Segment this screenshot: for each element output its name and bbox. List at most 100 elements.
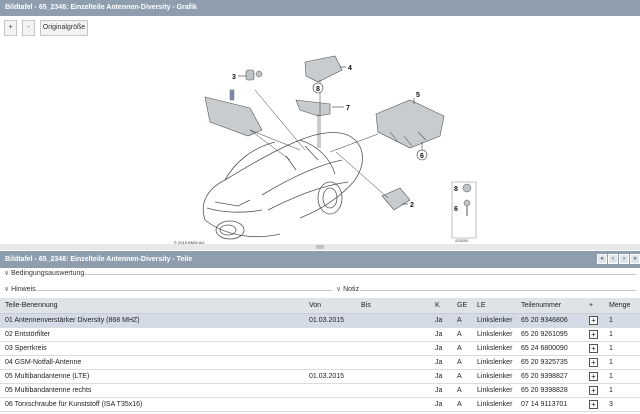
first-page-button[interactable]: «: [597, 254, 607, 264]
panel-splitter[interactable]: [0, 244, 640, 250]
divider: [36, 290, 332, 291]
callout-8: 8: [316, 86, 320, 93]
quantity-cell: 1: [604, 327, 640, 342]
callout-6: 6: [420, 153, 424, 160]
add-cell: +: [584, 397, 604, 412]
part-3-suppression-circuit[interactable]: [245, 69, 263, 81]
col-header-part-number[interactable]: Teilenummer: [516, 298, 584, 314]
le-cell: Linkslenker: [472, 327, 516, 342]
valid-to-cell: [356, 341, 430, 356]
callout-2: 2: [410, 202, 414, 209]
part-name-cell: 01 Antennenverstärker Diversity (868 MHZ…: [0, 313, 304, 328]
divider: [84, 274, 636, 275]
k-cell: Ja: [430, 327, 452, 342]
valid-from-cell: [304, 327, 356, 342]
add-cell: +: [584, 313, 604, 328]
part-name-cell: 02 Entstörfilter: [0, 327, 304, 342]
le-cell: Linkslenker: [472, 383, 516, 398]
col-header-k[interactable]: K: [430, 298, 452, 314]
ge-cell: A: [452, 397, 472, 412]
part-number-cell: 65 20 9261095: [516, 327, 584, 342]
parts-panel-title-text: Bildtafel - 65_2346: Einzelteile Antenne…: [5, 256, 193, 263]
zoom-in-button[interactable]: +: [4, 20, 17, 36]
add-cell: +: [584, 341, 604, 356]
callout-5: 5: [416, 92, 420, 99]
k-cell: Ja: [430, 313, 452, 328]
splitter-grip-icon[interactable]: [316, 245, 324, 249]
copyright-label: © 2015 BMW AG: [174, 240, 205, 245]
hints-toggle[interactable]: ∨Hinweis: [4, 284, 36, 296]
valid-to-cell: [356, 383, 430, 398]
valid-to-cell: [356, 397, 430, 412]
valid-from-cell: [304, 341, 356, 356]
part-4-gsm-antenna[interactable]: [304, 55, 343, 83]
part-2-filter[interactable]: [381, 187, 411, 211]
fastener-legend: 8 6 435000: [451, 181, 477, 243]
ge-cell: A: [452, 383, 472, 398]
original-size-button[interactable]: Originalgröße: [40, 20, 88, 36]
k-cell: Ja: [430, 383, 452, 398]
quantity-cell: 1: [604, 341, 640, 356]
valid-from-cell: [304, 383, 356, 398]
callout-4: 4: [348, 65, 352, 72]
part-5-multiband-antenna[interactable]: [375, 99, 445, 149]
part-name-cell: 06 Torxschraube für Kunststoff (ISA T35x…: [0, 397, 304, 412]
add-to-cart-icon[interactable]: +: [589, 357, 598, 367]
add-to-cart-icon[interactable]: +: [589, 371, 598, 381]
k-cell: Ja: [430, 397, 452, 412]
k-cell: Ja: [430, 355, 452, 370]
add-to-cart-icon[interactable]: +: [589, 385, 598, 395]
le-cell: Linkslenker: [472, 369, 516, 384]
chevron-down-icon: ∨: [4, 270, 10, 277]
k-cell: Ja: [430, 369, 452, 384]
valid-to-cell: [356, 313, 430, 328]
part-name-cell: 05 Multibandantenne (LTE): [0, 369, 304, 384]
part-name-cell: 03 Sperrkreis: [0, 341, 304, 356]
notes-toggle[interactable]: ∨Notiz: [336, 284, 359, 296]
col-header-from[interactable]: Von: [304, 298, 356, 314]
add-cell: +: [584, 327, 604, 342]
add-to-cart-icon[interactable]: +: [589, 315, 598, 325]
part-number-cell: 65 20 9325735: [516, 355, 584, 370]
ge-cell: A: [452, 327, 472, 342]
zoom-out-button[interactable]: -: [22, 20, 35, 36]
ge-cell: A: [452, 341, 472, 356]
valid-to-cell: [356, 327, 430, 342]
quantity-cell: 1: [604, 313, 640, 328]
prev-page-button[interactable]: ‹: [608, 254, 618, 264]
add-to-cart-icon[interactable]: +: [589, 329, 598, 339]
graphic-panel-title: Bildtafel - 65_2346: Einzelteile Antenne…: [0, 0, 640, 16]
col-header-quantity[interactable]: Menge: [604, 298, 640, 314]
part-1-antenna-amplifier[interactable]: [204, 89, 263, 137]
col-header-add[interactable]: +: [584, 298, 604, 314]
quantity-cell: 1: [604, 383, 640, 398]
last-page-button[interactable]: »: [630, 254, 640, 264]
hints-notes-row: ∨Hinweis ∨Notiz: [0, 284, 640, 296]
part-name-cell: 04 GSM-Notfall-Antenne: [0, 355, 304, 370]
add-to-cart-icon[interactable]: +: [589, 343, 598, 353]
le-cell: Linkslenker: [472, 397, 516, 412]
add-to-cart-icon[interactable]: +: [589, 399, 598, 409]
part-7-bracket[interactable]: [295, 99, 331, 117]
hints-label: Hinweis: [11, 286, 36, 293]
quantity-cell: 1: [604, 355, 640, 370]
part-number-cell: 65 20 9398827: [516, 369, 584, 384]
condition-evaluation-toggle[interactable]: ∨Bedingungsauswertung: [0, 268, 640, 280]
k-cell: Ja: [430, 341, 452, 356]
col-header-le[interactable]: LE: [472, 298, 516, 314]
col-header-to[interactable]: Bis: [356, 298, 430, 314]
valid-from-cell: 01.03.2015: [304, 369, 356, 384]
col-header-name[interactable]: Teile-Benennung: [0, 298, 304, 314]
valid-to-cell: [356, 369, 430, 384]
table-row[interactable]: 06 Torxschraube für Kunststoff (ISA T35x…: [0, 397, 640, 412]
car-illustration: [202, 132, 363, 240]
table-row[interactable]: 01 Antennenverstärker Diversity (868 MHZ…: [0, 313, 640, 328]
col-header-ge[interactable]: GE: [452, 298, 472, 314]
next-page-button[interactable]: ›: [619, 254, 629, 264]
le-cell: Linkslenker: [472, 355, 516, 370]
